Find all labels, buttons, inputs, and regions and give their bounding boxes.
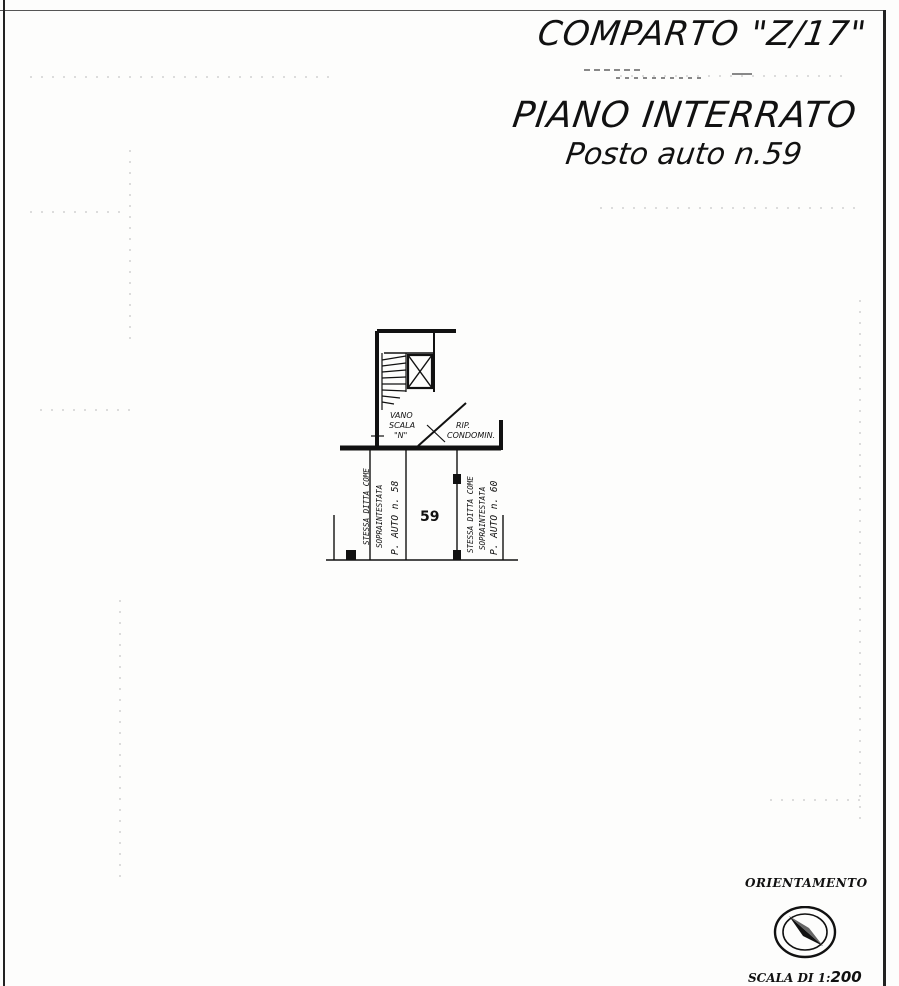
frame-right-line [883,10,886,986]
rip-diagonal [417,402,467,447]
rip-label-2: CONDOMIN. [447,431,495,440]
scale-prefix: SCALA DI 1: [748,971,831,985]
parking-space-number: 59 [420,509,439,525]
right-note-2: SOPRAINTESTATA [478,487,487,550]
left-note-1: STESSA DITTA COME [362,468,371,545]
stair-treads [381,353,407,410]
compass-icon [773,906,837,959]
parking-dividers [326,450,518,561]
orientation-label: ORIENTAMENTO [745,876,868,890]
scale-value: 200 [830,968,862,986]
right-note-1: STESSA DITTA COME [466,476,475,553]
rip-label-1: RIP. [456,421,470,430]
stair-label-2: SCALA [389,421,415,430]
scale-label: SCALA DI 1:200 [748,968,862,986]
frame-top-line [0,10,886,11]
corridor-wall [340,420,503,451]
frame-left-line [3,0,5,986]
left-note-2: SOPRAINTESTATA [375,485,384,548]
elevator-box-icon [406,353,434,390]
column-markers [346,474,461,560]
stair-label-1: VANO [390,411,413,420]
left-note-3: P. AUTO n. 58 [390,480,401,555]
stair-label-3: "N" [394,431,407,440]
right-note-3: P. AUTO n. 60 [489,480,500,555]
smudged-subtitle [584,69,752,79]
stair-core-walls [375,329,456,448]
